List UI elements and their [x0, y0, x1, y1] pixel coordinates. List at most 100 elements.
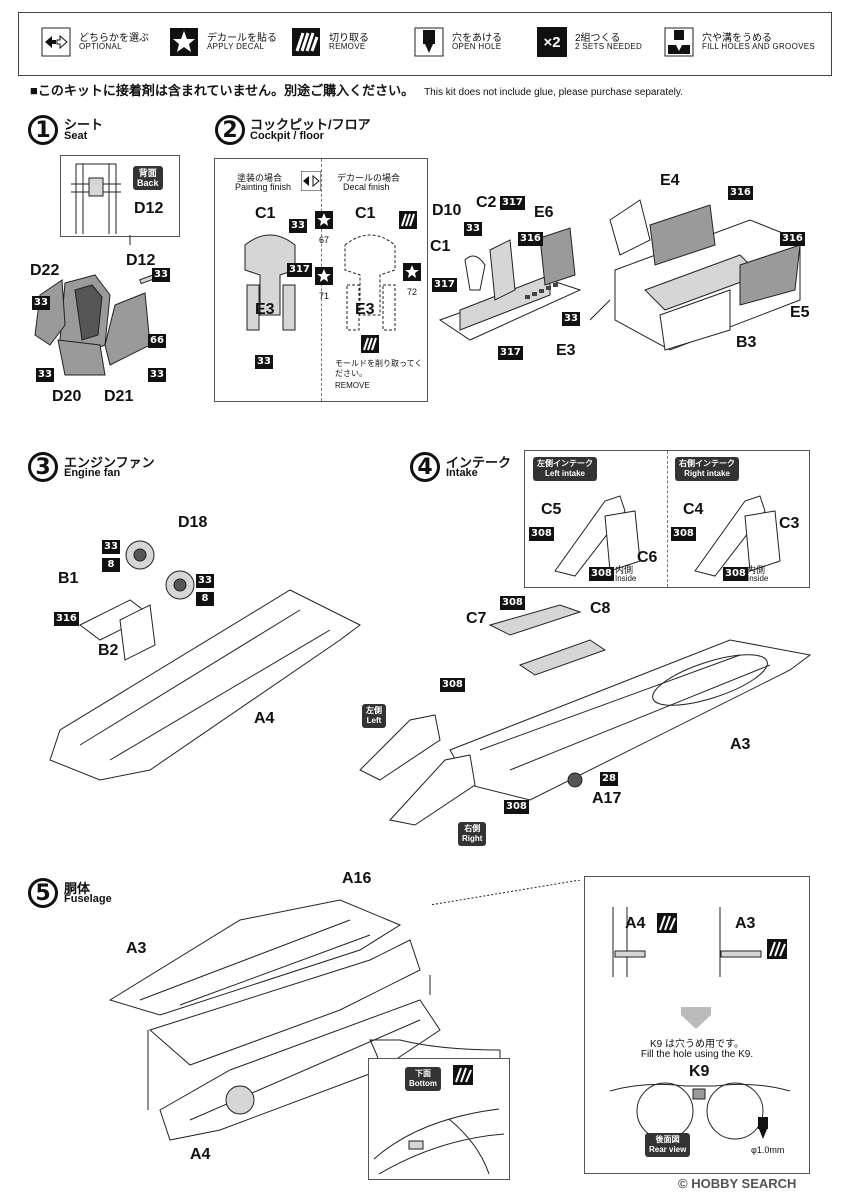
step5-number: 5: [28, 878, 58, 908]
left-intake-en: Left intake: [544, 469, 585, 478]
legend-optional-jp: どちらかを選ぶ: [79, 33, 149, 44]
engine-fan-drawing: [49, 540, 361, 781]
color-8-fan-a: 8: [102, 558, 120, 572]
cut-remove-icon: [767, 939, 787, 959]
color-33-fan-b: 33: [196, 574, 214, 588]
decal-finish-jp: デカールの場合: [337, 173, 401, 183]
cockpit-floor-drawing: [438, 227, 582, 341]
step1-number: 1: [28, 115, 58, 145]
legend-remove-en: REMOVE: [329, 42, 366, 51]
color-33-floor: 33: [562, 312, 580, 326]
part-c1-paint: C1: [255, 205, 276, 222]
part-c1: C1: [430, 238, 451, 255]
color-33-seat-d: 33: [148, 368, 166, 382]
part-e6: E6: [534, 204, 554, 221]
part-c6: C6: [637, 549, 658, 566]
cut-remove-icon: [361, 335, 379, 353]
part-c7: C7: [466, 610, 487, 627]
glue-note-jp: ■このキットに接着剤は含まれていません。別途ご購入ください。: [30, 83, 415, 98]
seat-back-jp: 背面: [138, 168, 157, 178]
color-308-intake: 308: [504, 800, 529, 814]
star-decal-icon: [315, 211, 333, 229]
legend-hole: 穴をあける OPEN HOLE: [414, 21, 524, 65]
part-c5: C5: [541, 501, 562, 518]
fuselage-detail-box: A4 A3 K9 は穴うめ用です。 Fill the hole using th…: [584, 876, 810, 1174]
optional-arrows-icon: [301, 171, 321, 191]
part-d12: D12: [126, 252, 156, 269]
part-e5: E5: [790, 304, 810, 321]
part-b1: B1: [58, 570, 79, 587]
divider: [667, 451, 668, 587]
bottom-view-drawing: [373, 1108, 505, 1175]
legend-remove-jp: 切り取る: [329, 33, 369, 44]
legend-hole-en: OPEN HOLE: [452, 42, 502, 51]
bottom-jp: 下面: [415, 1069, 431, 1078]
color-33-seat-b: 33: [32, 296, 50, 310]
glue-note: ■このキットに接着剤は含まれていません。別途ご購入ください。 This kit d…: [30, 80, 683, 99]
legend-bar: どちらかを選ぶ OPTIONAL デカールを貼る APPLY DECAL 切り取…: [18, 12, 832, 76]
left-intake-jp: 左側インテーク: [537, 459, 593, 468]
color-66-seat: 66: [148, 334, 166, 348]
part-a4-detail: A4: [625, 915, 646, 932]
part-c3: C3: [779, 515, 800, 532]
color-316-e4: 316: [728, 186, 753, 200]
fuselage-drawing: [108, 880, 580, 1151]
inside-jp-right: 内側: [747, 565, 766, 575]
cut-remove-icon: [657, 913, 677, 933]
intake-halves-drawing: [554, 495, 781, 577]
drill-hole-icon: [414, 27, 444, 57]
legend-fill-en: FILL HOLES AND GROOVES: [702, 42, 816, 51]
step1-title-en: Seat: [64, 130, 88, 142]
step3-title-jp: エンジンファン: [64, 455, 155, 470]
paint-finish-en: Painting finish: [235, 182, 292, 192]
part-e3-paint: E3: [255, 301, 275, 318]
step5-title-jp: 胴体: [64, 881, 91, 896]
rear-view-jp: 後面図: [655, 1135, 680, 1144]
step3-number: 3: [28, 452, 58, 482]
part-e3-decal: E3: [355, 301, 375, 318]
drill-size: φ1.0mm: [751, 1145, 785, 1155]
bottom-en: Bottom: [409, 1079, 437, 1088]
color-316-e6: 316: [518, 232, 543, 246]
paint-finish-jp: 塗装の場合: [237, 173, 283, 183]
step2-title-jp: コックピット/フロア: [250, 117, 371, 132]
part-d21: D21: [104, 388, 134, 405]
color-316-e5: 316: [780, 232, 805, 246]
step4-title-jp: インテーク: [446, 455, 512, 470]
star-decal-icon: [403, 263, 421, 281]
color-308-c3: 308: [723, 567, 748, 581]
part-a3-fuselage: A3: [126, 940, 147, 957]
legend-2sets-en: 2 SETS NEEDED: [575, 42, 643, 51]
part-c1-decal: C1: [355, 205, 376, 222]
left-tag-en: Left: [366, 716, 382, 725]
watermark: © HOBBY SEARCH: [678, 1176, 797, 1191]
right-intake-jp: 右側インテーク: [679, 459, 735, 468]
part-b3: B3: [736, 334, 757, 351]
legend-remove: 切り取る REMOVE: [291, 21, 401, 65]
part-d12-inset: D12: [134, 200, 164, 217]
legend-optional: どちらかを選ぶ OPTIONAL: [41, 21, 161, 65]
legend-hole-jp: 穴をあける: [452, 33, 502, 44]
part-c8: C8: [590, 600, 611, 617]
decal-72: 72: [407, 287, 418, 297]
intake-assembly-drawing: [359, 604, 812, 826]
step4-title-en: Intake: [446, 467, 478, 479]
color-33-d10: 33: [464, 222, 482, 236]
color-317-e3: 317: [287, 263, 312, 277]
color-33-fan-a: 33: [102, 540, 120, 554]
inside-jp-left: 内側: [615, 565, 634, 575]
color-316-b1: 316: [54, 612, 79, 626]
glue-note-en: This kit does not include glue, please p…: [424, 87, 683, 98]
color-33-seat-c: 33: [36, 368, 54, 382]
legend-decal-jp: デカールを貼る: [207, 33, 277, 44]
color-33-c1: 33: [289, 219, 307, 233]
decal-71: 71: [319, 291, 330, 301]
cut-remove-icon: [292, 28, 320, 56]
part-a4-fuselage: A4: [190, 1146, 211, 1163]
